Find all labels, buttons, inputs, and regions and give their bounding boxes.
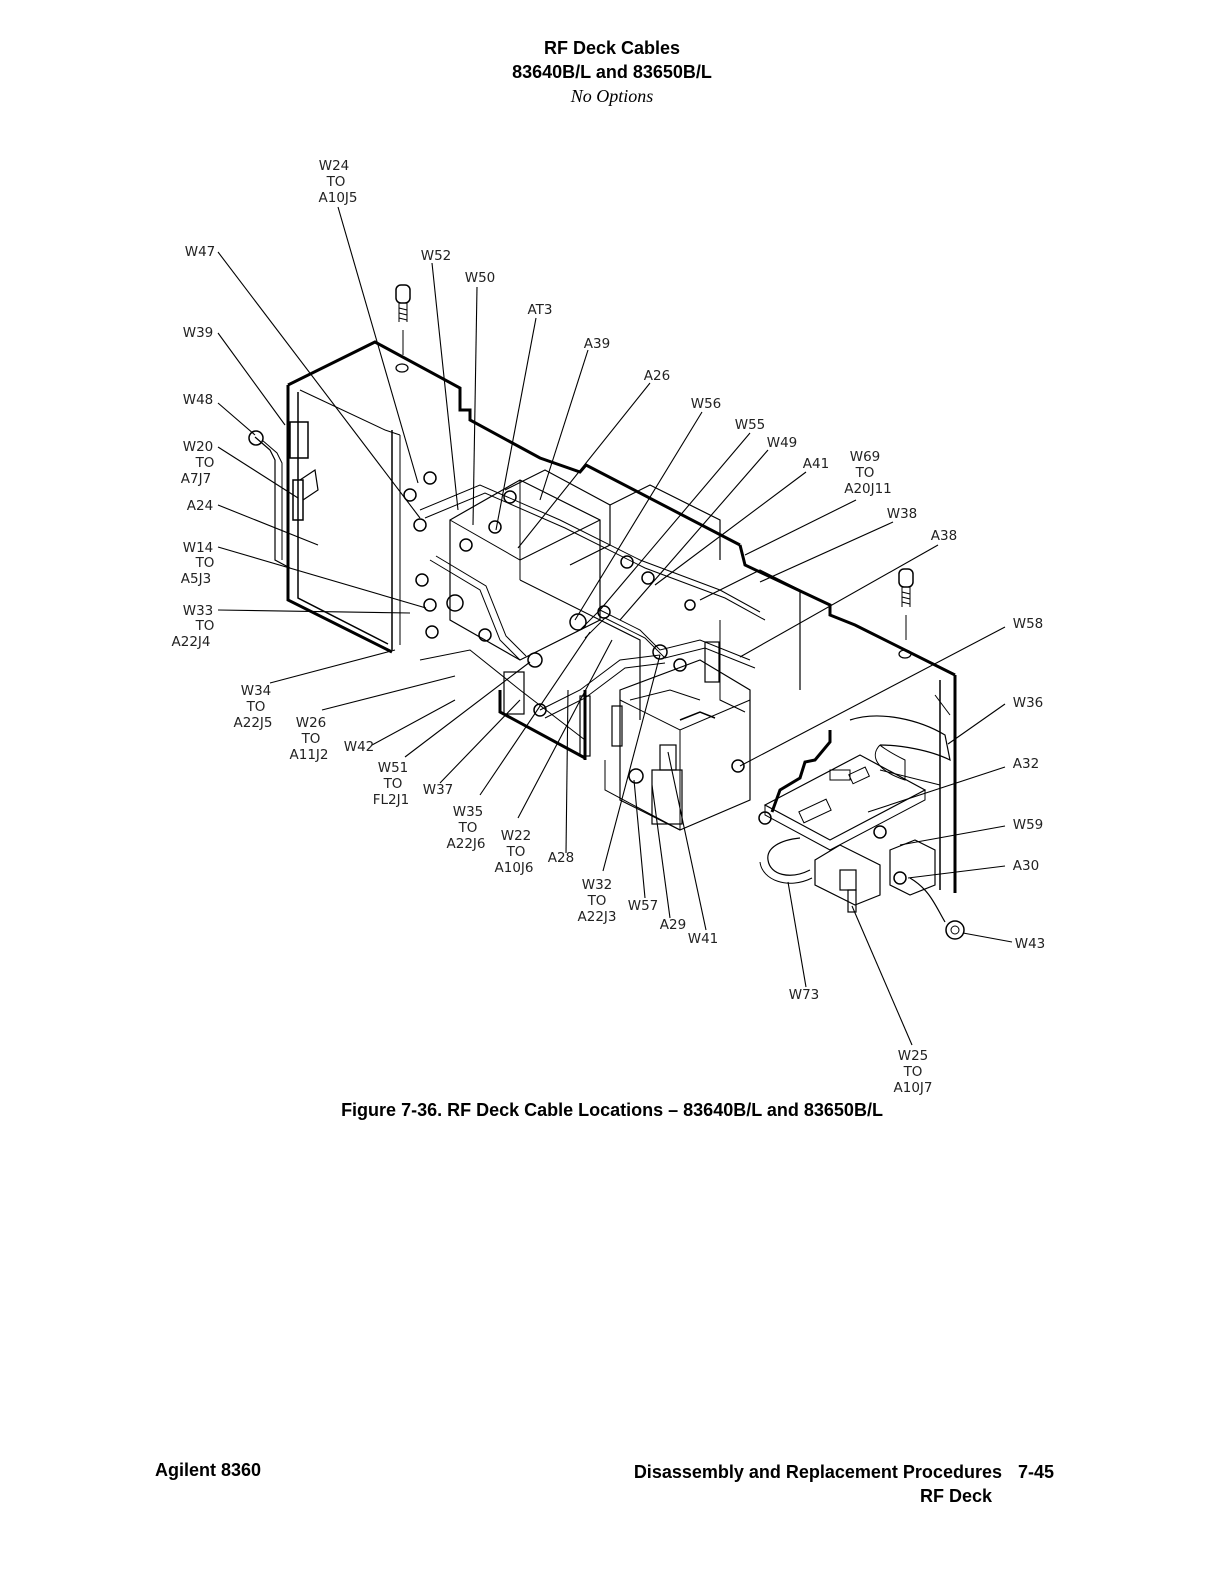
label-w14: W14 [183, 540, 214, 556]
footer-section: Disassembly and Replacement Procedures [633, 1462, 1002, 1482]
label-w22-to: TO [506, 844, 526, 860]
label-w38: W38 [887, 506, 918, 522]
label-w49: W49 [767, 435, 798, 451]
label-w26-dest: A11J2 [290, 747, 329, 763]
label-w51-to: TO [383, 776, 403, 792]
label-w20-dest: A7J7 [181, 471, 211, 487]
footer-section-block: Disassembly and Replacement Procedures 7-… [634, 1460, 1054, 1508]
label-w25-dest: A10J7 [894, 1080, 933, 1096]
label-w24: W24 [319, 158, 350, 174]
figure-caption: Figure 7-36. RF Deck Cable Locations – 8… [341, 1100, 883, 1120]
label-w32: W32 [582, 877, 613, 893]
label-w36: W36 [1013, 695, 1044, 711]
label-a29: A29 [660, 917, 686, 933]
label-a38: A38 [931, 528, 957, 544]
label-w73: W73 [789, 987, 820, 1003]
label-a30: A30 [1013, 858, 1039, 874]
label-w51: W51 [378, 760, 409, 776]
label-w69: W69 [850, 449, 881, 465]
label-w32-dest: A22J3 [578, 909, 617, 925]
label-w33: W33 [183, 603, 214, 619]
label-w69-dest: A20J11 [844, 481, 892, 497]
label-w55: W55 [735, 417, 766, 433]
label-w25-to: TO [903, 1064, 923, 1080]
footer-product: Agilent 8360 [155, 1460, 262, 1480]
label-w34: W34 [241, 683, 272, 699]
label-w26-to: TO [301, 731, 321, 747]
label-w14-to: TO [195, 555, 215, 571]
label-w59: W59 [1013, 817, 1044, 833]
label-w33-dest: A22J4 [172, 634, 211, 650]
label-a32: A32 [1013, 756, 1039, 772]
label-w34-dest: A22J5 [234, 715, 273, 731]
label-w24-to: TO [326, 174, 346, 190]
label-w48: W48 [183, 392, 214, 408]
label-w35-to: TO [458, 820, 478, 836]
label-at3: AT3 [527, 302, 552, 318]
label-w14-dest: A5J3 [181, 571, 211, 587]
label-w51-dest: FL2J1 [373, 792, 409, 808]
label-w34-to: TO [246, 699, 266, 715]
label-a24: A24 [187, 498, 213, 514]
label-w37: W37 [423, 782, 454, 798]
label-a41: A41 [803, 456, 829, 472]
label-w43: W43 [1015, 936, 1046, 952]
label-w25: W25 [898, 1048, 929, 1064]
label-a39: A39 [584, 336, 610, 352]
label-w35-dest: A22J6 [447, 836, 486, 852]
label-w39: W39 [183, 325, 214, 341]
label-w32-to: TO [587, 893, 607, 909]
leader-lines [217, 206, 1013, 1046]
label-w20: W20 [183, 439, 214, 455]
label-w24-dest: A10J5 [319, 190, 358, 206]
label-w35: W35 [453, 804, 484, 820]
label-w52: W52 [421, 248, 452, 264]
page-options: No Options [570, 86, 654, 106]
label-a26: A26 [644, 368, 670, 384]
label-w69-to: TO [855, 465, 875, 481]
rf-deck-chassis [248, 284, 965, 940]
label-w26: W26 [296, 715, 327, 731]
callout-labels: W24 TO A10J5 W47 W52 W50 AT3 A39 W39 A26… [172, 158, 1046, 1096]
label-w56: W56 [691, 396, 722, 412]
label-w22: W22 [501, 828, 532, 844]
label-w22-dest: A10J6 [495, 860, 534, 876]
page-title: RF Deck Cables [543, 38, 681, 58]
footer-page-number: 7-45 [1017, 1462, 1054, 1482]
label-w47: W47 [185, 244, 216, 260]
label-w50: W50 [465, 270, 496, 286]
label-a28: A28 [548, 850, 574, 866]
label-w33-to: TO [195, 618, 215, 634]
label-w20-to: TO [195, 455, 215, 471]
footer-subsection: RF Deck [919, 1486, 992, 1506]
label-w58: W58 [1013, 616, 1044, 632]
label-w41: W41 [688, 931, 719, 947]
label-w57: W57 [628, 898, 659, 914]
label-w42: W42 [344, 739, 375, 755]
page-models: 83640B/L and 83650B/L [512, 62, 712, 82]
